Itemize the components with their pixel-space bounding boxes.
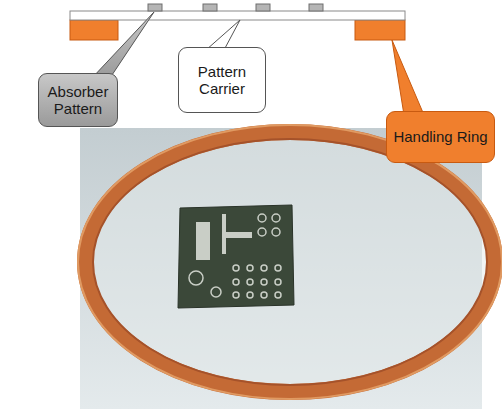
absorber-square <box>256 4 270 11</box>
callout-pointer <box>206 20 240 50</box>
callout-label: Handling Ring <box>393 128 487 145</box>
absorber-square <box>309 4 323 11</box>
callout-bubble: Pattern Carrier <box>178 47 266 113</box>
absorber-square <box>203 4 217 11</box>
absorber-square <box>148 4 162 11</box>
callout-pointer <box>92 12 154 78</box>
chip-pattern <box>189 214 281 298</box>
chip-pattern <box>196 222 210 260</box>
chip-pattern <box>226 232 252 238</box>
copper-ring-edge <box>78 125 502 399</box>
carrier-bar <box>70 11 405 20</box>
callout-bubble: Handling Ring <box>386 111 495 163</box>
chip-pattern <box>222 214 226 254</box>
photo <box>78 125 502 409</box>
callout-label: Pattern Carrier <box>179 63 265 98</box>
callout-bubble: Absorber Pattern <box>38 73 118 127</box>
copper-ring-edge <box>93 139 487 385</box>
callout-pointer <box>392 40 424 115</box>
copper-ring <box>85 132 495 392</box>
chip <box>178 205 294 308</box>
callout-label: Absorber Pattern <box>39 83 117 118</box>
ring-block <box>70 20 118 40</box>
ring-block <box>355 20 405 40</box>
